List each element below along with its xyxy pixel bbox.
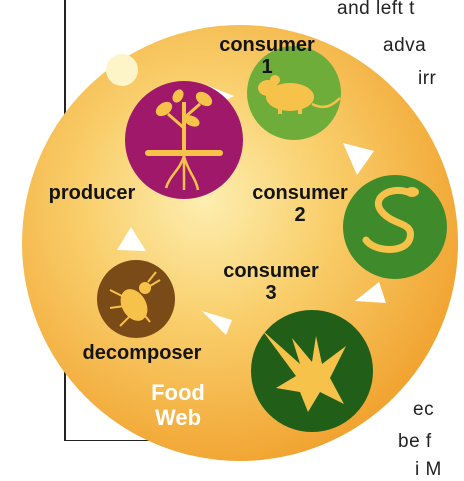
arrow-decomposer-to-producer	[117, 227, 146, 251]
food-web-diagram	[22, 25, 458, 461]
consumer-1-label-line1: consumer	[219, 34, 315, 56]
diagram-title-line1: Food	[151, 380, 205, 405]
highlight-dot	[106, 54, 138, 86]
snake-icon	[362, 187, 419, 253]
article-text-line: ec	[413, 399, 435, 420]
article-text-line: be f	[398, 431, 432, 452]
consumer-1-label-line2: 1	[261, 56, 273, 78]
arrow-consumer3-to-decomposer	[202, 311, 232, 335]
diagram-title-line2: Web	[154, 405, 202, 430]
node-consumer-1	[247, 46, 341, 140]
consumer-2-circle	[343, 175, 447, 279]
consumer-3-label: consumer 3	[201, 260, 341, 304]
decomposer-label: decomposer	[82, 342, 202, 364]
article-text-line: and left t	[337, 0, 415, 19]
article-text-line: irr	[418, 68, 437, 89]
consumer-3-label-line2: 3	[265, 282, 277, 304]
consumer-2-label-line2: 2	[294, 204, 306, 226]
producer-label: producer	[48, 182, 136, 204]
diagram-title: Food Web	[128, 380, 228, 430]
consumer-1-label: consumer 1	[197, 34, 337, 78]
mouse-icon	[258, 75, 341, 114]
consumer-2-label: consumer 2	[230, 182, 370, 226]
arrow-consumer2-to-consumer3	[355, 282, 386, 303]
page-margin-bottom-rule	[64, 440, 229, 441]
eagle-icon	[262, 330, 346, 412]
article-text-line: adva	[383, 35, 427, 56]
node-decomposer	[97, 260, 175, 338]
beetle-icon	[109, 271, 161, 327]
node-consumer-3	[251, 310, 373, 432]
node-producer	[125, 81, 243, 199]
arrow-consumer1-to-consumer2	[343, 143, 374, 175]
node-consumer-2	[343, 175, 447, 279]
consumer-2-label-line1: consumer	[252, 182, 348, 204]
plant-icon	[145, 89, 223, 191]
consumer-3-label-line1: consumer	[223, 260, 319, 282]
